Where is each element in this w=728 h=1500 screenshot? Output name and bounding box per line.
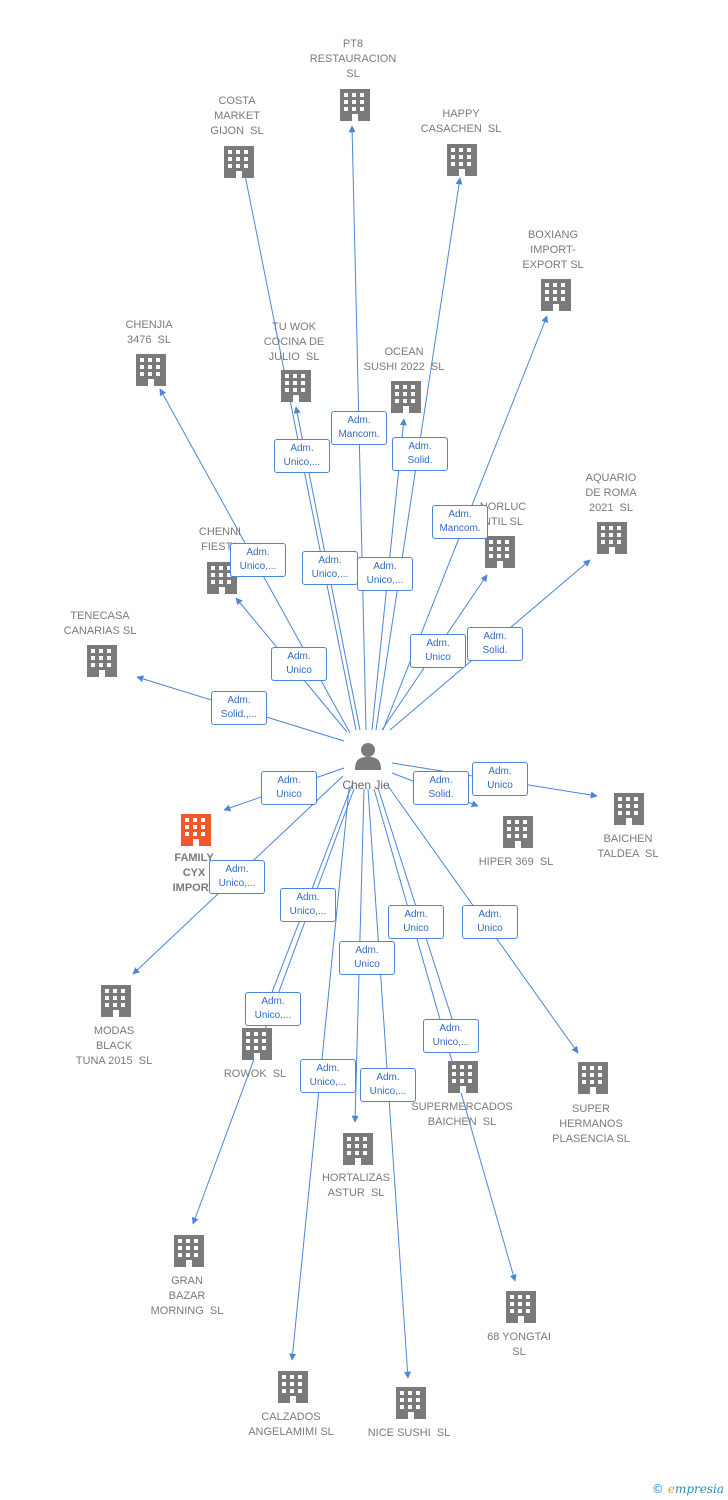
building-icon[interactable] bbox=[278, 1371, 308, 1403]
company-label-hortalizas[interactable]: HORTALIZAS ASTUR SL bbox=[321, 1172, 391, 1199]
person-name: Chen Jie bbox=[342, 778, 390, 792]
company-label-aquario[interactable]: AQUARIO DE ROMA 2021 SL bbox=[585, 472, 637, 514]
edge-label-ocean[interactable]: Adm. Unico,... bbox=[357, 557, 413, 591]
building-icon[interactable] bbox=[396, 1387, 426, 1419]
company-label-calzados[interactable]: CALZADOS ANGELAMIMI SL bbox=[248, 1411, 334, 1438]
copyright-icon: © bbox=[651, 1482, 664, 1496]
building-icon[interactable] bbox=[447, 144, 477, 176]
building-icon[interactable] bbox=[597, 522, 627, 554]
edge-label-rowok[interactable]: Adm. Unico,... bbox=[245, 992, 301, 1026]
building-icon[interactable] bbox=[87, 645, 117, 677]
building-icon[interactable] bbox=[224, 146, 254, 178]
building-icon[interactable] bbox=[181, 814, 211, 846]
edge-label-calzados[interactable]: Adm. Unico,... bbox=[300, 1059, 356, 1093]
building-icon[interactable] bbox=[541, 279, 571, 311]
building-icon[interactable] bbox=[506, 1291, 536, 1323]
edge-label-tenecasa[interactable]: Adm. Solid.,... bbox=[211, 691, 267, 725]
company-label-boxiang[interactable]: BOXIANG IMPORT- EXPORT SL bbox=[522, 229, 584, 271]
company-label-modas[interactable]: MODAS BLACK TUNA 2015 SL bbox=[75, 1025, 153, 1067]
company-label-super[interactable]: SUPER HERMANOS PLASENCIA SL bbox=[552, 1103, 630, 1145]
company-label-happy[interactable]: HAPPY CASACHEN SL bbox=[420, 108, 502, 135]
edge-label-hortalizas[interactable]: Adm. Unico bbox=[339, 941, 395, 975]
edge-label-modas[interactable]: Adm. Unico,... bbox=[209, 860, 265, 894]
company-label-nicesushi[interactable]: NICE SUSHI SL bbox=[367, 1427, 451, 1439]
edge-label-yongtai[interactable]: Adm. Unico bbox=[388, 905, 444, 939]
company-label-ocean[interactable]: OCEAN SUSHI 2022 SL bbox=[363, 346, 445, 373]
company-label-rowok[interactable]: ROWOK SL bbox=[223, 1068, 287, 1080]
company-label-tuwok[interactable]: TU WOK COCINA DE JULIO SL bbox=[263, 321, 325, 363]
edge-label-hiper[interactable]: Adm. Solid. bbox=[413, 771, 469, 805]
edge-label-happy[interactable]: Adm. Solid. bbox=[392, 437, 448, 471]
company-label-baichen[interactable]: BAICHEN TALDEA SL bbox=[597, 833, 659, 860]
edge-label-costa[interactable]: Adm. Unico,... bbox=[274, 439, 330, 473]
building-icon[interactable] bbox=[136, 354, 166, 386]
building-icon[interactable] bbox=[391, 381, 421, 413]
edge-label-granbazar[interactable]: Adm. Unico,... bbox=[280, 888, 336, 922]
building-icon[interactable] bbox=[448, 1061, 478, 1093]
edge-label-pt8[interactable]: Adm. Mancom. bbox=[331, 411, 387, 445]
building-icon[interactable] bbox=[503, 816, 533, 848]
company-label-family[interactable]: FAMILY CYX IMPORT bbox=[172, 852, 216, 894]
company-label-yongtai[interactable]: 68 YONGTAI SL bbox=[487, 1331, 551, 1358]
brand-name: mpresia bbox=[674, 1482, 724, 1496]
building-icon[interactable] bbox=[343, 1133, 373, 1165]
edge-label-boxiang[interactable]: Adm. Mancom. bbox=[432, 505, 488, 539]
building-icon[interactable] bbox=[101, 985, 131, 1017]
company-label-chenni[interactable]: CHENNI FIESTA bbox=[198, 526, 242, 553]
company-label-supermercados[interactable]: SUPERMERCADOS BAICHEN SL bbox=[411, 1101, 513, 1128]
company-label-granbazar[interactable]: GRAN BAZAR MORNING SL bbox=[150, 1275, 224, 1317]
watermark: ©empresia bbox=[652, 1482, 724, 1496]
building-icon[interactable] bbox=[485, 536, 515, 568]
edge-label-nicesushi[interactable]: Adm. Unico,... bbox=[360, 1068, 416, 1102]
edge-label-supermercados[interactable]: Adm. Unico,... bbox=[423, 1019, 479, 1053]
building-icon[interactable] bbox=[614, 793, 644, 825]
building-icon[interactable] bbox=[281, 370, 311, 402]
company-label-pt8[interactable]: PT8 RESTAURACION SL bbox=[309, 38, 397, 80]
edge-label-norluc[interactable]: Adm. Unico bbox=[410, 634, 466, 668]
company-label-tenecasa[interactable]: TENECASA CANARIAS SL bbox=[63, 610, 137, 637]
company-label-chenjia[interactable]: CHENJIA 3476 SL bbox=[125, 319, 173, 346]
company-label-costa[interactable]: COSTA MARKET GIJON SL bbox=[210, 95, 264, 137]
edge-label-baichen[interactable]: Adm. Unico bbox=[472, 762, 528, 796]
brand-initial: e bbox=[667, 1482, 675, 1496]
edge-label-aquario[interactable]: Adm. Solid. bbox=[467, 627, 523, 661]
building-icon[interactable] bbox=[340, 89, 370, 121]
edge-label-super[interactable]: Adm. Unico bbox=[462, 905, 518, 939]
company-label-norluc[interactable]: NORLUC NTIL SL bbox=[479, 501, 527, 528]
building-icon[interactable] bbox=[242, 1028, 272, 1060]
edge-label-chenni[interactable]: Adm. Unico bbox=[271, 647, 327, 681]
edge-label-chenjia[interactable]: Adm. Unico,... bbox=[230, 543, 286, 577]
person-icon bbox=[355, 743, 381, 770]
building-icon[interactable] bbox=[174, 1235, 204, 1267]
company-label-hiper[interactable]: HIPER 369 SL bbox=[478, 856, 554, 868]
building-icon[interactable] bbox=[578, 1062, 608, 1094]
edge-label-family[interactable]: Adm. Unico bbox=[261, 771, 317, 805]
edge-label-tuwok[interactable]: Adm. Unico,... bbox=[302, 551, 358, 585]
